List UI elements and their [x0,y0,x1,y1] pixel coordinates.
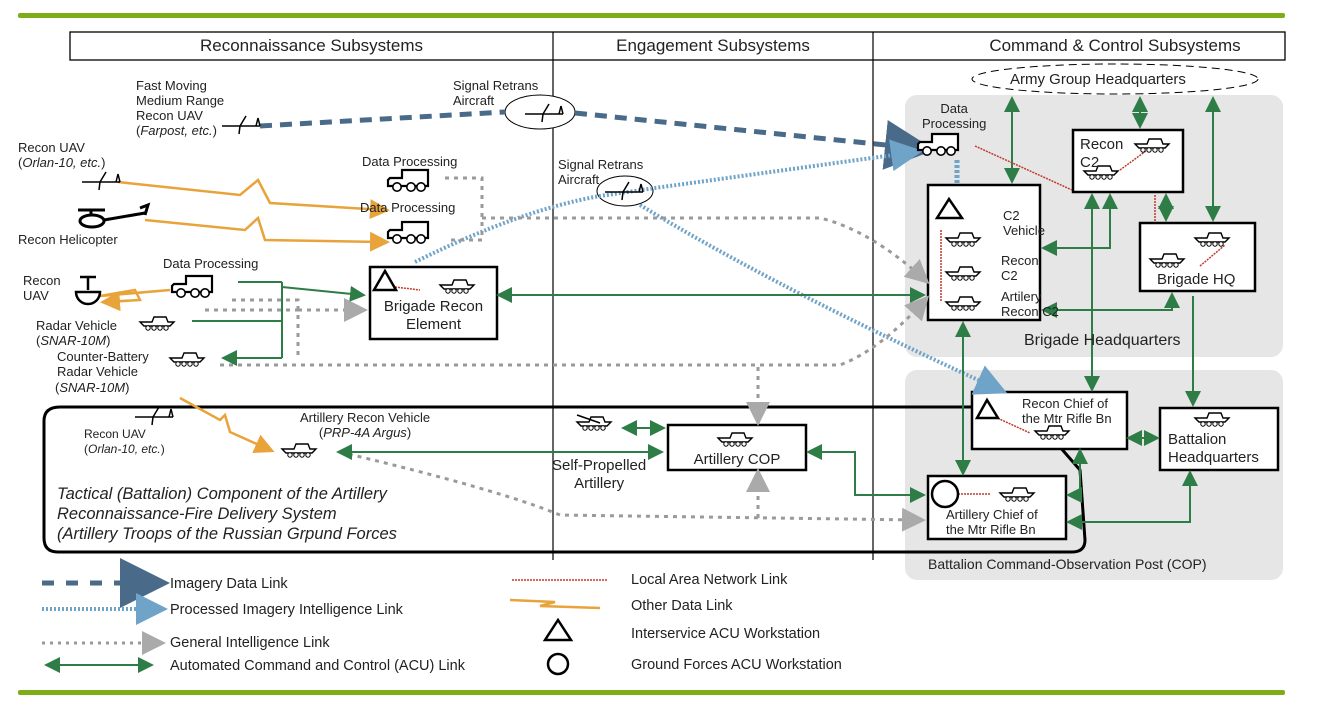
processed-imagery-link-2 [638,203,1008,395]
artillery-cop-label: Artillery COP [693,451,781,468]
legend-other-data-link: Other Data Link [631,598,733,614]
header-frame [69,31,1286,61]
general-intel-link-2 [205,300,362,355]
legend-acu-link: Automated Command and Control (ACU) Link [170,658,465,674]
header-engagement-subsystems: Engagement Subsystems [616,36,810,55]
tactical-recon-uav-label: Recon UAV(Orlan-10, etc.) [84,427,165,456]
general-intel-link-5 [339,450,926,532]
army-group-hq-label: Army Group Headquarters [1010,71,1186,88]
general-intel-link-1 [445,176,925,280]
brigade-hq-label: Brigade HQ [1157,271,1236,288]
legend-lan-link: Local Area Network Link [631,572,788,588]
interservice-workstation-icon [371,268,399,292]
brigade-headquarters-label: Brigade Headquarters [1024,332,1181,349]
brigade-recon-box [368,265,499,341]
radar-vehicle-label: Radar Vehicle(SNAR-10M) [36,318,117,348]
other-data-link-3 [99,288,171,312]
ground-forces-workstation-icon [930,479,960,509]
header-recon-subsystems: Reconnaissance Subsystems [199,36,423,55]
recon-helicopter-label: Recon Helicopter [18,232,118,247]
data-processing-label-3: Data Processing [163,256,259,271]
legend-processed-imagery-link: Processed Imagery Intelligence Link [170,602,403,618]
interservice-workstation-icon [934,196,965,220]
acu-links [192,96,1221,530]
top-accent-bar [18,13,1285,18]
interservice-workstation-icon [974,397,1001,420]
other-data-link-2 [144,215,390,252]
general-intel-link-3 [220,295,930,367]
recon-c2-box [1071,128,1185,194]
battalion-cop-label: Battalion Command-Observation Post (COP) [928,556,1207,572]
legend-interservice-workstation: Interservice ACU Workstation [631,626,821,642]
recon-uav-label: Recon UAV(Orlan-10, etc.) [18,140,106,170]
army-group-hq-ellipse [971,63,1259,95]
other-data-link-4 [179,396,275,453]
recon-uav-ground-icon [74,275,102,306]
brigade-hq-box [1138,221,1257,293]
legend-imagery-data-link: Imagery Data Link [170,576,288,592]
legend-samples [42,558,608,676]
bottom-accent-bar [18,690,1285,695]
data-processing-label-2: Data Processing [360,200,456,215]
tactical-component-outline [42,405,1087,554]
imagery-data-link [259,112,915,148]
signal-retrans-ellipse-2 [596,175,654,207]
legend-ground-forces-workstation: Ground Forces ACU Workstation [631,657,842,673]
self-propelled-artillery-icon [576,414,601,424]
other-data-link-1 [117,178,390,220]
artillery-recon-vehicle-label: Artillery Recon Vehicle(PRP-4A Argus) [300,410,431,440]
battalion-hq-box [1158,406,1280,472]
processed-imagery-link-1 [414,139,923,264]
helicopter-icon [78,202,151,229]
legend-general-intel-link: General Intelligence Link [170,635,330,651]
tactical-component-title: Tactical (Battalion) Component of the Ar… [57,485,397,543]
counter-battery-model-label: (SNAR-10M) [55,380,130,395]
header-c2-subsystems: Command & Control Subsystems [989,36,1241,55]
data-processing-label-1: Data Processing [362,154,458,169]
